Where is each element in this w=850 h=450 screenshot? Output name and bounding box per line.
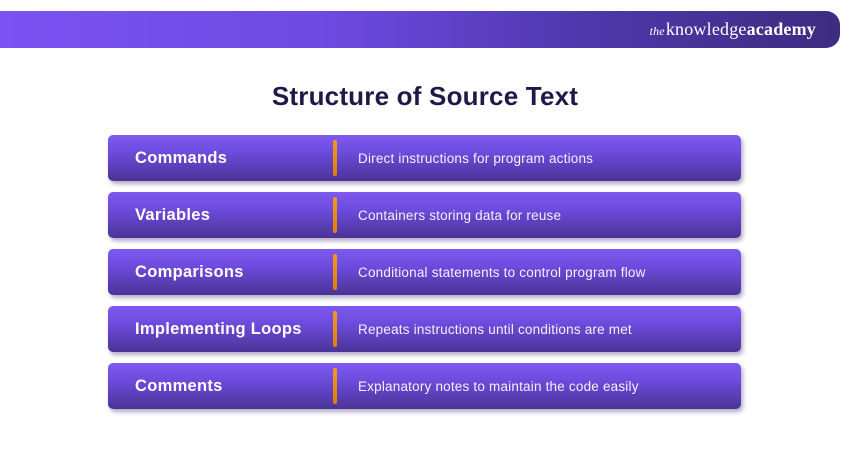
row-description: Conditional statements to control progra… [358, 264, 646, 280]
divider-bar [333, 311, 337, 347]
row-commands: Commands Direct instructions for program… [108, 135, 741, 181]
divider-bar [333, 197, 337, 233]
brand-logo-knowledge: knowledge [665, 19, 747, 39]
row-label: Comments [135, 376, 223, 395]
row-comparisons: Comparisons Conditional statements to co… [108, 249, 741, 295]
divider-bar [333, 254, 337, 290]
row-variables: Variables Containers storing data for re… [108, 192, 741, 238]
row-description: Explanatory notes to maintain the code e… [358, 378, 639, 394]
divider-bar [333, 368, 337, 404]
divider-bar [333, 140, 337, 176]
page-title: Structure of Source Text [271, 81, 579, 111]
row-description: Direct instructions for program actions [358, 150, 594, 166]
row-description: Containers storing data for reuse [358, 207, 562, 223]
row-label: Implementing Loops [135, 319, 302, 338]
rows-list: Commands Direct instructions for program… [108, 135, 741, 420]
row-implementing-loops: Implementing Loops Repeats instructions … [108, 306, 741, 352]
brand-logo-academy: academy [746, 19, 816, 39]
row-label: Variables [135, 205, 211, 224]
row-comments: Comments Explanatory notes to maintain t… [108, 363, 741, 409]
brand-logo-the: the [649, 24, 665, 38]
row-description: Repeats instructions until conditions ar… [358, 321, 632, 337]
brand-header-bar: theknowledgeacademy [0, 11, 840, 48]
row-label: Commands [135, 148, 228, 167]
row-label: Comparisons [135, 262, 244, 281]
brand-logo: theknowledgeacademy [650, 19, 816, 40]
